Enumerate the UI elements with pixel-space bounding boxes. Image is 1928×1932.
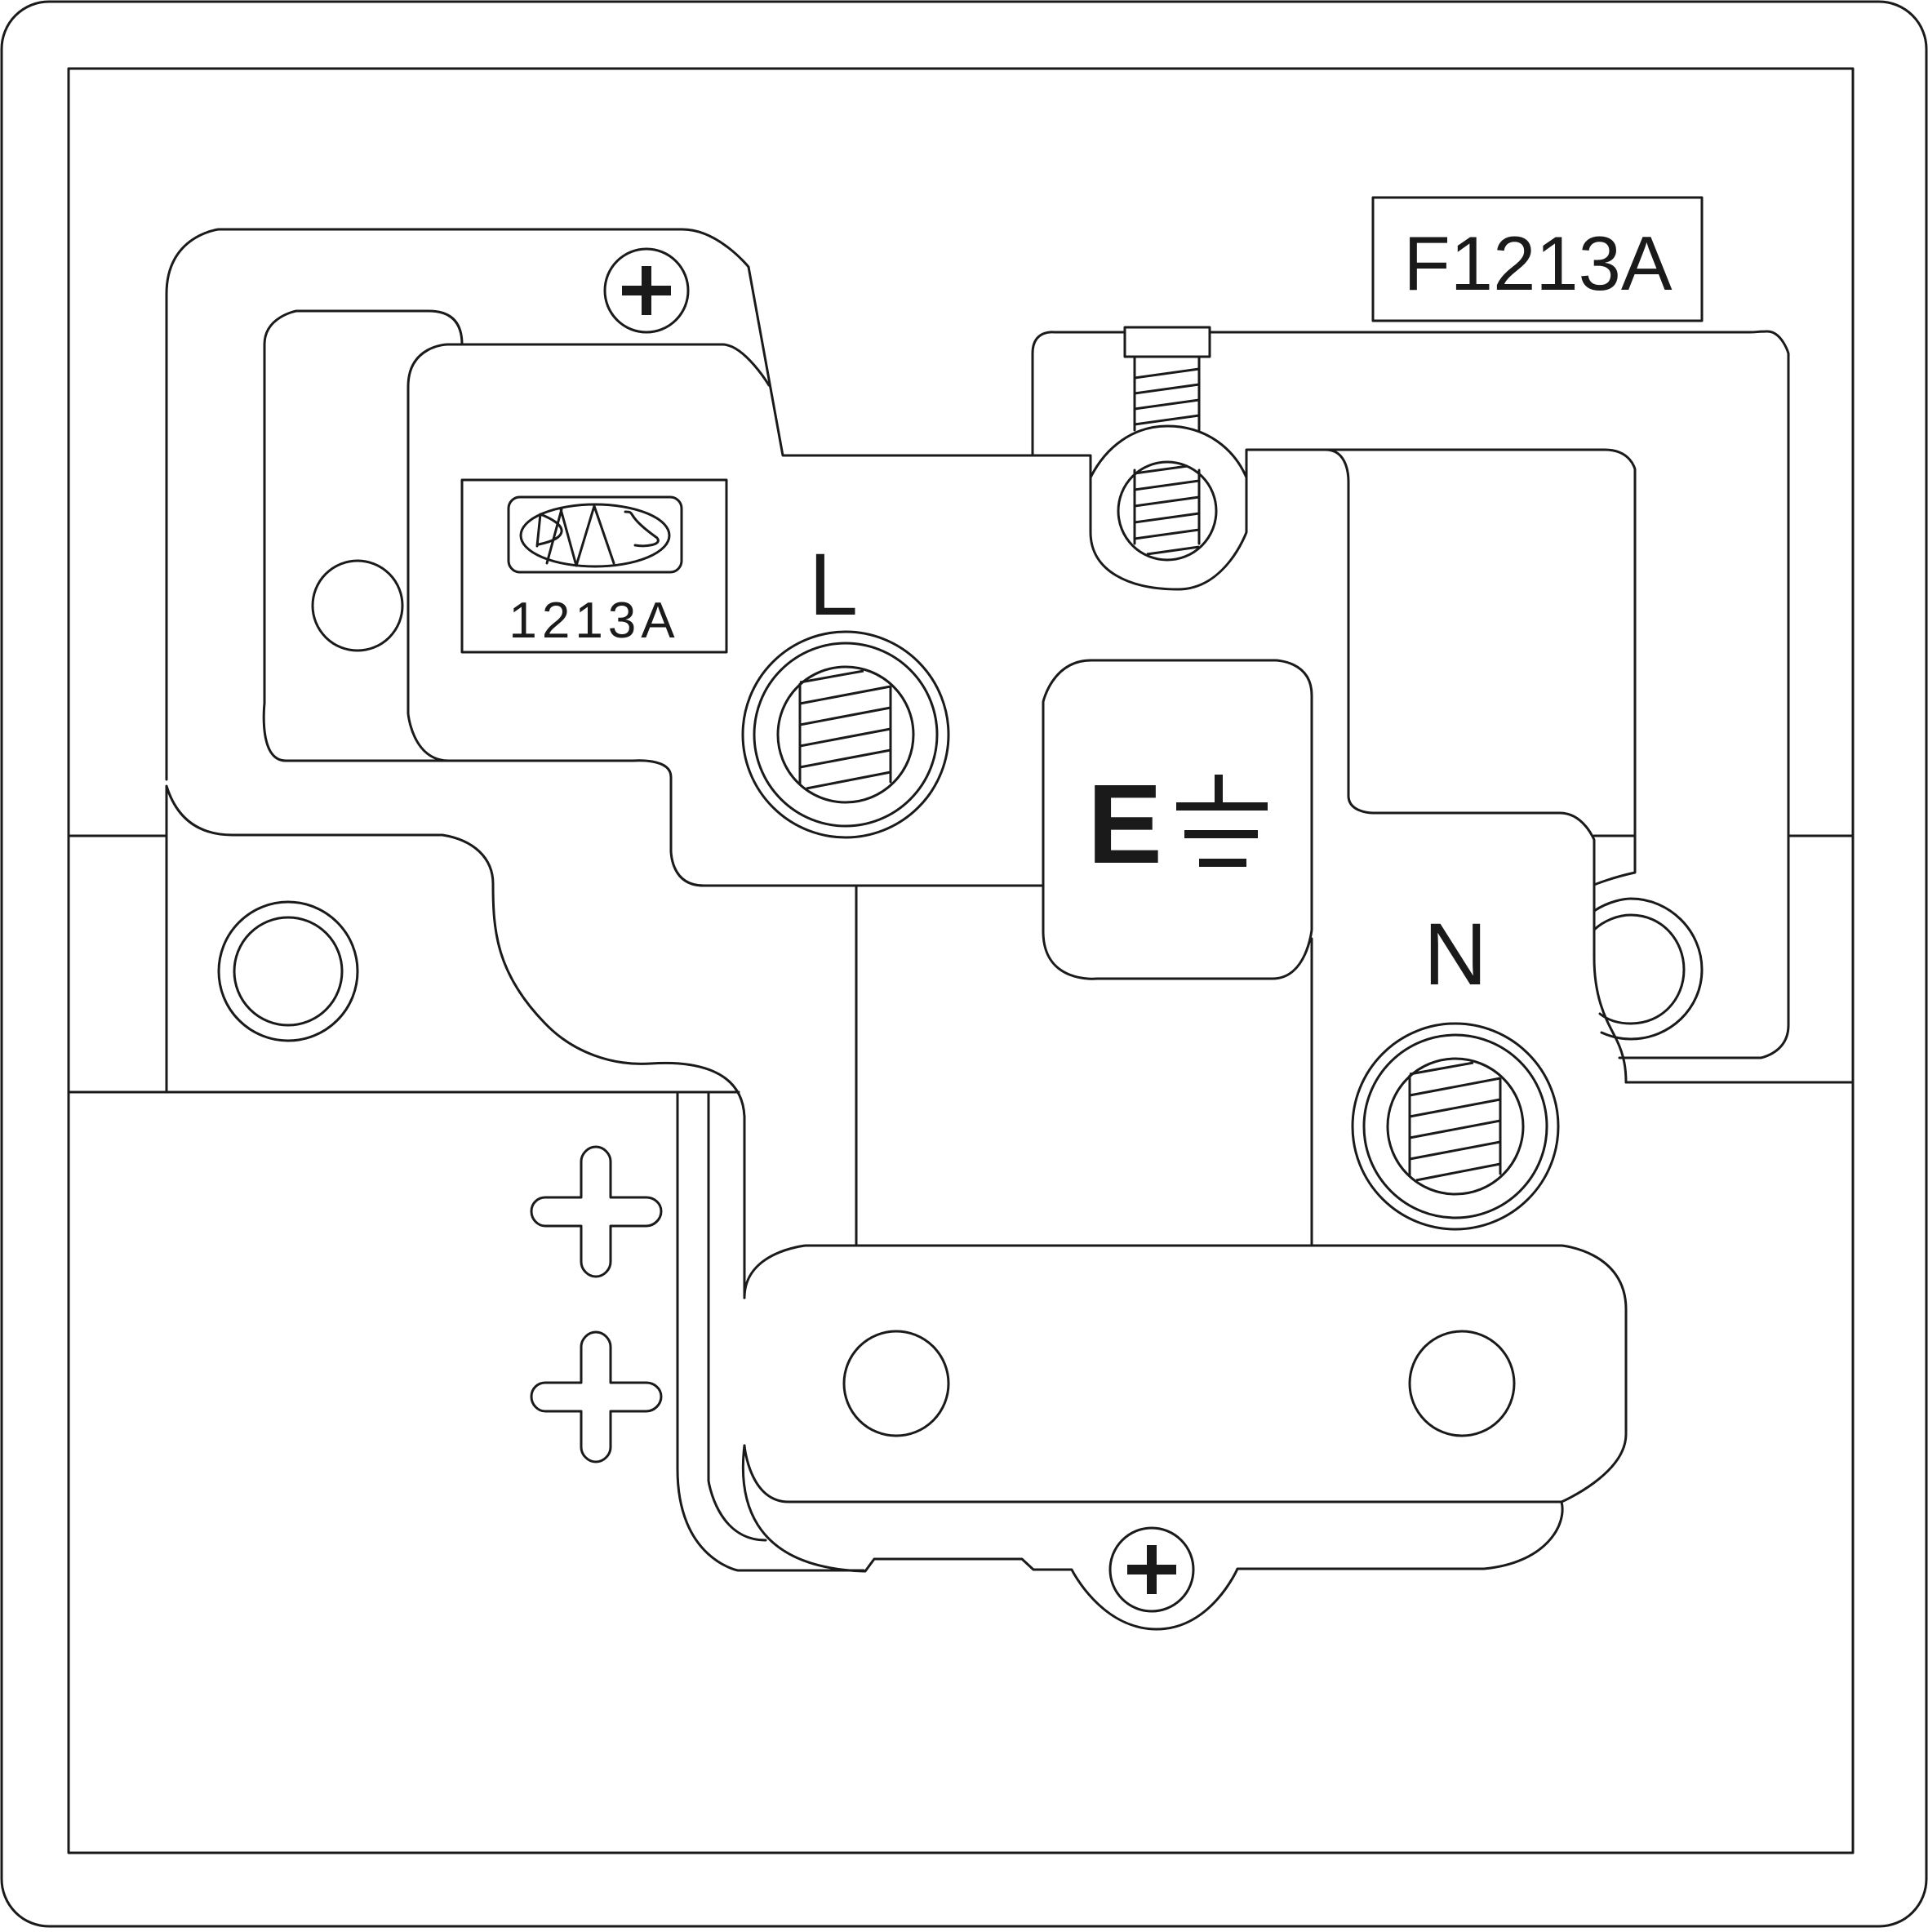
crossbar-hole-left [842, 1330, 950, 1437]
lower-crossbar [743, 1244, 1628, 1503]
neutral-label: N [1424, 904, 1487, 1003]
earth-block [1042, 659, 1313, 980]
live-label: L [809, 535, 858, 633]
lower-crossbar-tail [741, 1444, 1564, 1631]
crossbar-hole-right [1408, 1330, 1516, 1437]
neutral-bracket [1031, 330, 1790, 1059]
neutral-inner-bracket [1324, 448, 1637, 886]
neutral-terminal-screw-icon [1351, 1022, 1560, 1231]
model-label: F1213A [1403, 220, 1673, 306]
mounting-hole-right [1593, 897, 1704, 1041]
cross-mark-icon-upper [530, 1145, 663, 1278]
live-terminal-screw-icon [741, 630, 950, 839]
mounting-hole-left-upper [311, 559, 404, 652]
phillips-screw-icon-bottom [1108, 1526, 1195, 1613]
fuse-clip-cap [1123, 326, 1211, 358]
backbox-frame [67, 67, 1855, 1854]
badge-code: 1213A [509, 593, 679, 649]
phillips-screw-icon [603, 247, 690, 334]
fuse-clip-thread [1134, 367, 1200, 426]
live-conductor-plate [165, 228, 1628, 1084]
fuse-clip-ring [1089, 424, 1248, 479]
model-label-box: F1213A [1371, 196, 1704, 322]
left-bracket [165, 784, 746, 1299]
fuse-clip-screw [1117, 460, 1218, 562]
manufacturer-badge: 1213A [460, 478, 728, 654]
central-plate [406, 343, 771, 762]
mounting-hole-left [217, 900, 359, 1042]
pms-logo-icon [535, 504, 660, 567]
cross-mark-icon-lower [530, 1330, 663, 1463]
cable-channel-inner [707, 1090, 767, 1542]
earth-label: E [1087, 762, 1162, 887]
earth-ground-icon [1176, 775, 1268, 867]
upper-left-tab [262, 309, 1045, 887]
cable-channel-outer [676, 1090, 865, 1572]
